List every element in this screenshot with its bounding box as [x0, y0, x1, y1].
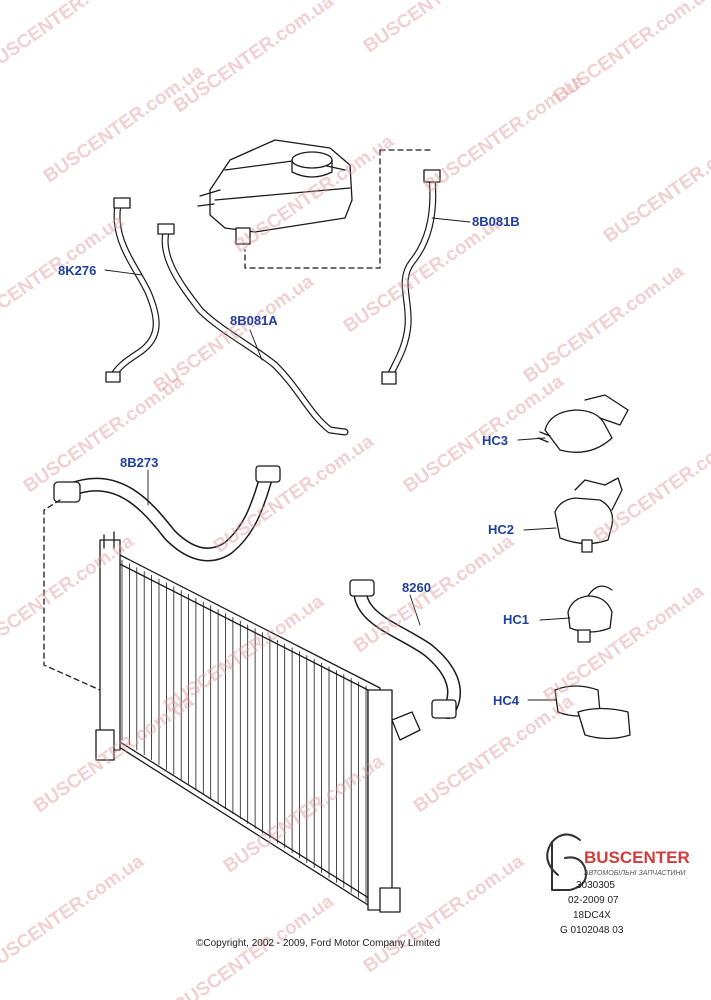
- hose-clip-HC2: [554, 477, 623, 553]
- ref-line-3: 18DC4X: [573, 910, 611, 921]
- callout-8K276[interactable]: 8K276: [58, 263, 97, 278]
- hose-8B273: [53, 465, 281, 562]
- ref-line-4: G 0102048 03: [560, 925, 624, 936]
- brand-logo-mark: [546, 833, 587, 891]
- callout-HC1[interactable]: HC1: [503, 612, 530, 627]
- ref-line-2: 02-2009 07: [568, 895, 619, 906]
- expansion-tank: [197, 139, 353, 245]
- hose-8B081B: [381, 169, 441, 385]
- hose-clip-HC3: [537, 394, 629, 453]
- brand-tagline: АВТОМОБІЛЬНІ ЗАПЧАСТИНИ: [584, 870, 686, 877]
- callout-8260[interactable]: 8260: [402, 580, 431, 595]
- hose-8260: [349, 579, 461, 719]
- callout-HC2[interactable]: HC2: [488, 522, 515, 537]
- hose-8B081A: [157, 223, 349, 436]
- copyright-text: ©Copyright, 2002 - 2009, Ford Motor Comp…: [196, 938, 441, 949]
- radiator: [95, 531, 421, 913]
- hose-clip-HC4: [554, 685, 631, 740]
- leader-lines: [104, 217, 571, 701]
- ref-line-1: 3030305: [576, 880, 615, 891]
- callout-8B081B[interactable]: 8B081B: [472, 214, 520, 229]
- brand-name: BUSCENTER: [584, 848, 690, 867]
- callout-8B081A[interactable]: 8B081A: [230, 313, 278, 328]
- callout-8B273[interactable]: 8B273: [120, 455, 159, 470]
- hose-clip-HC1: [567, 585, 613, 643]
- hose-8K276: [105, 197, 160, 383]
- callout-HC4[interactable]: HC4: [493, 693, 520, 708]
- radiator-fins: [121, 559, 367, 903]
- callout-HC3[interactable]: HC3: [482, 433, 509, 448]
